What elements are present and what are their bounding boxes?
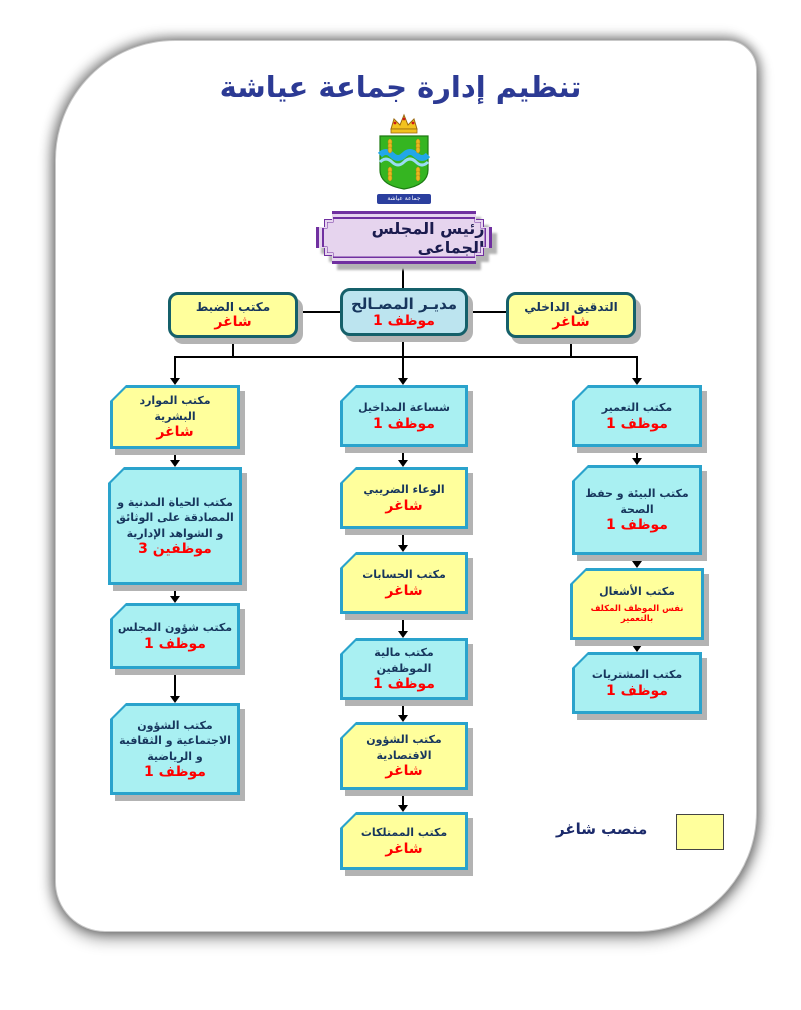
connector bbox=[174, 356, 638, 358]
commune-emblem-icon bbox=[377, 113, 431, 190]
org-box-label: مكتب الشؤون الاجتماعية و الثقافية و الري… bbox=[119, 718, 231, 763]
emblem-caption: جماعة عياشة bbox=[377, 194, 431, 204]
org-box-properties: مكتب الممتلكات شاغر bbox=[340, 812, 468, 870]
connector-arrow bbox=[402, 700, 404, 715]
org-box-label: مكتب الشؤون الاقتصادية bbox=[366, 733, 442, 762]
connector bbox=[402, 264, 404, 289]
org-box-staff: شاغر bbox=[156, 424, 194, 441]
legend-label: منصب شاغر bbox=[556, 820, 648, 838]
org-box-label: رئيس المجلس الجماعى bbox=[371, 218, 485, 257]
org-box-label: مكتب الأشغال bbox=[599, 584, 675, 598]
org-box-staff: موظف 1 bbox=[606, 517, 668, 534]
connector-arrow bbox=[174, 585, 176, 596]
org-box-staff: موظف 1 bbox=[373, 676, 435, 693]
org-box-tax-base: الوعاء الضريبي شاغر bbox=[340, 467, 468, 529]
org-box-economic-affairs: مكتب الشؤون الاقتصادية شاغر bbox=[340, 722, 468, 790]
org-box-label: مكتب البيئة و حفظ الصحة bbox=[585, 487, 689, 516]
connector bbox=[468, 311, 507, 313]
org-box-social-cultural-sports: مكتب الشؤون الاجتماعية و الثقافية و الري… bbox=[110, 703, 240, 795]
org-box-environment-health: مكتب البيئة و حفظ الصحة موظف 1 bbox=[572, 465, 702, 555]
org-box-staff: شاغر bbox=[385, 582, 423, 599]
org-box-staff: شاغر bbox=[214, 314, 252, 331]
connector-arrow bbox=[402, 447, 404, 460]
org-box-staff: موظف 1 bbox=[144, 763, 206, 780]
connector-arrow bbox=[402, 614, 404, 631]
connector-arrow bbox=[402, 529, 404, 545]
org-box-services-director: مديـر المصـالح موظف 1 bbox=[340, 288, 468, 336]
org-box-staff: شاغر bbox=[385, 497, 423, 514]
org-box-label: مكتب المشتريات bbox=[591, 668, 683, 682]
page-title: تنظيم إدارة جماعة عياشة bbox=[219, 70, 582, 104]
org-box-label: مكتب شؤون المجلس bbox=[117, 621, 233, 635]
org-box-council-president: رئيس المجلس الجماعى bbox=[316, 211, 492, 264]
org-box-works: مكتب الأشغال نفس الموظف المكلف بالتعمير bbox=[570, 568, 704, 640]
crown-icon bbox=[390, 113, 418, 134]
org-box-urban-planning: مكتب التعمير موظف 1 bbox=[572, 385, 702, 447]
connector-arrow bbox=[636, 357, 638, 378]
connector-arrow bbox=[636, 555, 638, 561]
org-box-label: مكتب التعمير bbox=[601, 401, 673, 415]
org-box-registry: مكتب الضبط شاغر bbox=[168, 292, 298, 338]
connector-arrow bbox=[174, 449, 176, 460]
org-box-staff: موظف 1 bbox=[373, 313, 435, 330]
org-box-staff: موظف 1 bbox=[144, 635, 206, 652]
org-box-accounts: مكتب الحسابات شاغر bbox=[340, 552, 468, 614]
org-box-revenue-collection: شساعة المداخيل موظف 1 bbox=[340, 385, 468, 447]
org-box-label: مكتب الممتلكات bbox=[360, 826, 448, 840]
org-box-staff: موظف 1 bbox=[606, 415, 668, 432]
org-box-purchasing: مكتب المشتريات موظف 1 bbox=[572, 652, 702, 714]
legend-vacant-swatch bbox=[676, 814, 724, 850]
connector-arrow bbox=[174, 357, 176, 378]
connector bbox=[232, 338, 234, 358]
org-box-label: التدقيق الداخلي bbox=[524, 300, 618, 315]
connector-arrow bbox=[174, 669, 176, 696]
connector-arrow bbox=[402, 790, 404, 805]
connector-arrow bbox=[636, 447, 638, 458]
org-box-label: مكتب الضبط bbox=[195, 300, 271, 315]
org-box-label: الوعاء الضريبي bbox=[363, 483, 445, 497]
org-box-staff: شاغر bbox=[385, 763, 423, 780]
connector-arrow bbox=[402, 336, 404, 378]
org-box-staff: شاغر bbox=[385, 840, 423, 857]
org-box-label: مكتب الموارد البشرية bbox=[139, 394, 211, 423]
org-box-internal-audit: التدقيق الداخلي شاغر bbox=[506, 292, 636, 338]
org-box-label: مكتب مالية الموظفين bbox=[374, 646, 434, 675]
connector bbox=[570, 338, 572, 358]
org-box-staff: موظف 1 bbox=[606, 682, 668, 699]
org-box-staff: موظفين 3 bbox=[138, 540, 212, 557]
connector-arrow bbox=[636, 640, 638, 645]
org-box-staff: موظف 1 bbox=[373, 415, 435, 432]
org-box-civil-status: مكتب الحياة المدنية و المصادقة على الوثا… bbox=[108, 467, 242, 585]
org-box-staff-finance: مكتب مالية الموظفين موظف 1 bbox=[340, 638, 468, 700]
org-box-label: مكتب الحياة المدنية و المصادقة على الوثا… bbox=[116, 495, 234, 540]
org-box-human-resources: مكتب الموارد البشرية شاغر bbox=[110, 385, 240, 449]
org-box-staff: شاغر bbox=[552, 314, 590, 331]
org-box-label: مديـر المصـالح bbox=[350, 295, 458, 314]
wheat-icon bbox=[387, 138, 421, 182]
connector bbox=[298, 311, 340, 313]
org-box-label: شساعة المداخيل bbox=[358, 401, 450, 415]
org-box-staff: نفس الموظف المكلف بالتعمير bbox=[590, 604, 684, 624]
org-box-council-affairs: مكتب شؤون المجلس موظف 1 bbox=[110, 603, 240, 669]
org-box-label: مكتب الحسابات bbox=[362, 568, 446, 582]
